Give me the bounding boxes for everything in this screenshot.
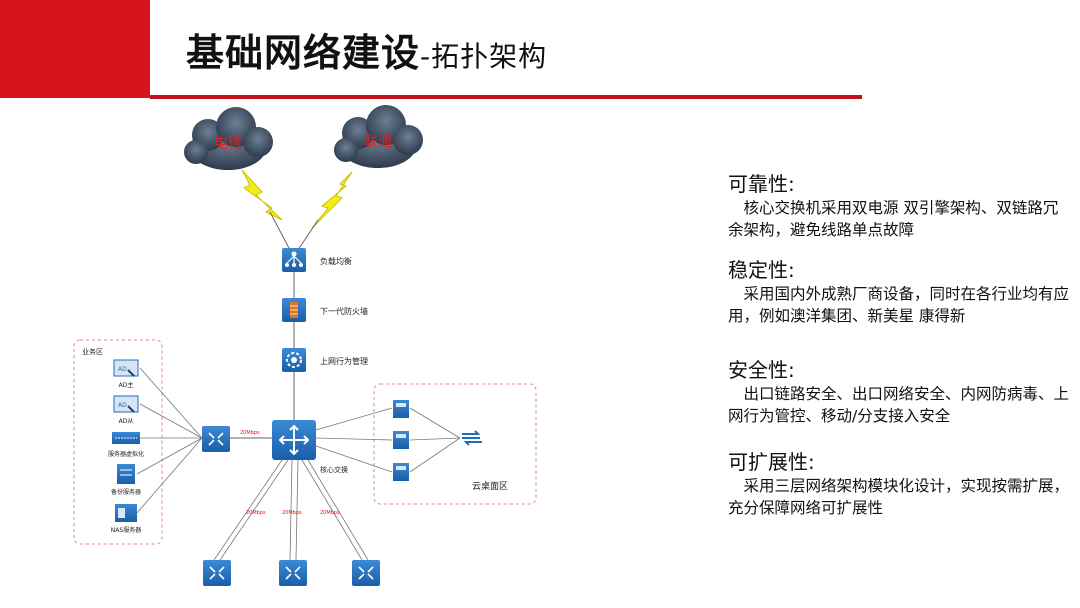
- load-balancer[interactable]: 负载均衡: [282, 248, 352, 272]
- downlink-speed-2: 20Mbps: [282, 510, 302, 516]
- desktop-switch[interactable]: [460, 430, 484, 446]
- business-zone-frame: [73, 339, 163, 545]
- ad-server-icon: AD: [118, 366, 127, 373]
- svg-text:备份服务器: 备份服务器: [111, 488, 141, 496]
- business-item-virtualization[interactable]: 服务器虚拟化: [108, 432, 144, 458]
- lightning-bolt-icon: [241, 169, 283, 221]
- slide-title: 基础网络建设-拓扑架构: [186, 31, 548, 75]
- load-balancer-icon: [285, 251, 303, 267]
- behavior-management-icon: [286, 352, 302, 368]
- feature-body: 采用国内外成熟厂商设备，同时在各行业均有应用，例如澳洋集团、新美星 康得新: [728, 285, 1070, 325]
- svg-text:NAS服务器: NAS服务器: [111, 526, 141, 534]
- cloud-icon: [334, 105, 423, 168]
- feature-heading: 安全性:: [728, 358, 795, 382]
- feature-heading: 可扩展性:: [728, 450, 815, 474]
- feature-body: 采用三层网络架构模块化设计，实现按需扩展，充分保障网络可扩展性: [728, 477, 1070, 517]
- header-bar: [150, 0, 1080, 98]
- downlink-speed-3: 20Mbps: [320, 510, 340, 516]
- cloud-desktop-zone-frame: [373, 383, 537, 505]
- core-switch-icon: [278, 424, 310, 456]
- uplink-lines: [269, 211, 319, 420]
- downlink-speed-1: 20Mbps: [246, 510, 266, 516]
- slide-subtitle: -拓扑架构: [420, 40, 548, 73]
- lightning-bolt-icon: [311, 171, 353, 229]
- cloud-icon: [184, 107, 273, 170]
- title-underline: [150, 95, 862, 99]
- downlinks: [213, 459, 369, 561]
- svg-text:20Mbps: 20Mbps: [240, 430, 260, 436]
- server-icon: [393, 463, 409, 481]
- business-links: [136, 367, 203, 514]
- behavior-management[interactable]: 上网行为管理: [282, 348, 368, 372]
- access-switch-icon: [209, 566, 225, 580]
- access-switch-icon: [358, 566, 374, 580]
- core-switch[interactable]: 核心交换: [272, 420, 348, 474]
- behavior-management-label: 上网行为管理: [320, 356, 368, 366]
- header-accent-block: [0, 0, 150, 98]
- next-gen-firewall[interactable]: 下一代防火墙: [282, 298, 368, 322]
- feature-security: 安全性: 出口链路安全、出口网络安全、内网防病毒、上网行为管控、移动/分支接入安…: [728, 354, 1073, 427]
- desktop-server-2[interactable]: [393, 431, 409, 449]
- business-item-ad-primary[interactable]: AD AD主: [113, 359, 139, 389]
- agg-core-link: 20Mbps: [230, 430, 272, 439]
- network-topology-diagram: 电信 联通 负载均衡: [73, 105, 537, 586]
- desktop-server-1[interactable]: [393, 400, 409, 418]
- feature-heading: 可靠性:: [728, 172, 795, 196]
- feature-body: 出口链路安全、出口网络安全、内网防病毒、上网行为管控、移动/分支接入安全: [728, 385, 1070, 425]
- business-item-nas[interactable]: NAS服务器: [111, 504, 141, 534]
- svg-text:服务器虚拟化: 服务器虚拟化: [108, 450, 144, 458]
- core-switch-label: 核心交换: [320, 465, 348, 474]
- firewall-label: 下一代防火墙: [320, 306, 368, 316]
- server-icon: [393, 431, 409, 449]
- access-switch-icon: [208, 432, 224, 446]
- server-icon: [393, 400, 409, 418]
- business-item-backup[interactable]: 备份服务器: [111, 464, 141, 496]
- cloud-telecom: 电信: [184, 107, 273, 170]
- desktop-server-3[interactable]: [393, 463, 409, 481]
- feature-stability: 稳定性: 采用国内外成熟厂商设备，同时在各行业均有应用，例如澳洋集团、新美星 康…: [728, 254, 1073, 327]
- core-to-desktop-links: [315, 407, 461, 473]
- access-switch-1[interactable]: [203, 560, 231, 586]
- access-switch-icon: [462, 430, 482, 446]
- business-zone-title: 业务区: [82, 347, 103, 356]
- ad-server-icon: AD: [118, 402, 127, 409]
- cloud-desktop-zone-title: 云桌面区: [472, 480, 508, 492]
- load-balancer-label: 负载均衡: [320, 256, 352, 266]
- svg-text:AD主: AD主: [119, 381, 134, 389]
- server-icon: [117, 464, 135, 484]
- aggregation-switch[interactable]: [202, 426, 230, 452]
- access-switch-2[interactable]: [279, 560, 307, 586]
- access-switch-3[interactable]: [352, 560, 380, 586]
- cloud-label-telecom: 电信: [214, 136, 242, 152]
- business-item-ad-secondary[interactable]: AD AD从: [113, 395, 139, 425]
- svg-text:AD从: AD从: [119, 418, 134, 425]
- feature-reliability: 可靠性: 核心交换机采用双电源 双引擎架构、双链路冗余架构，避免线路单点故障: [728, 168, 1073, 241]
- access-switch-icon: [285, 566, 301, 580]
- cloud-label-unicom: 联通: [364, 134, 392, 150]
- cloud-unicom: 联通: [334, 105, 423, 168]
- firewall-icon: [290, 302, 298, 318]
- feature-body: 核心交换机采用双电源 双引擎架构、双链路冗余架构，避免线路单点故障: [728, 199, 1059, 239]
- feature-heading: 稳定性:: [728, 258, 795, 282]
- feature-scalability: 可扩展性: 采用三层网络架构模块化设计，实现按需扩展，充分保障网络可扩展性: [728, 446, 1073, 519]
